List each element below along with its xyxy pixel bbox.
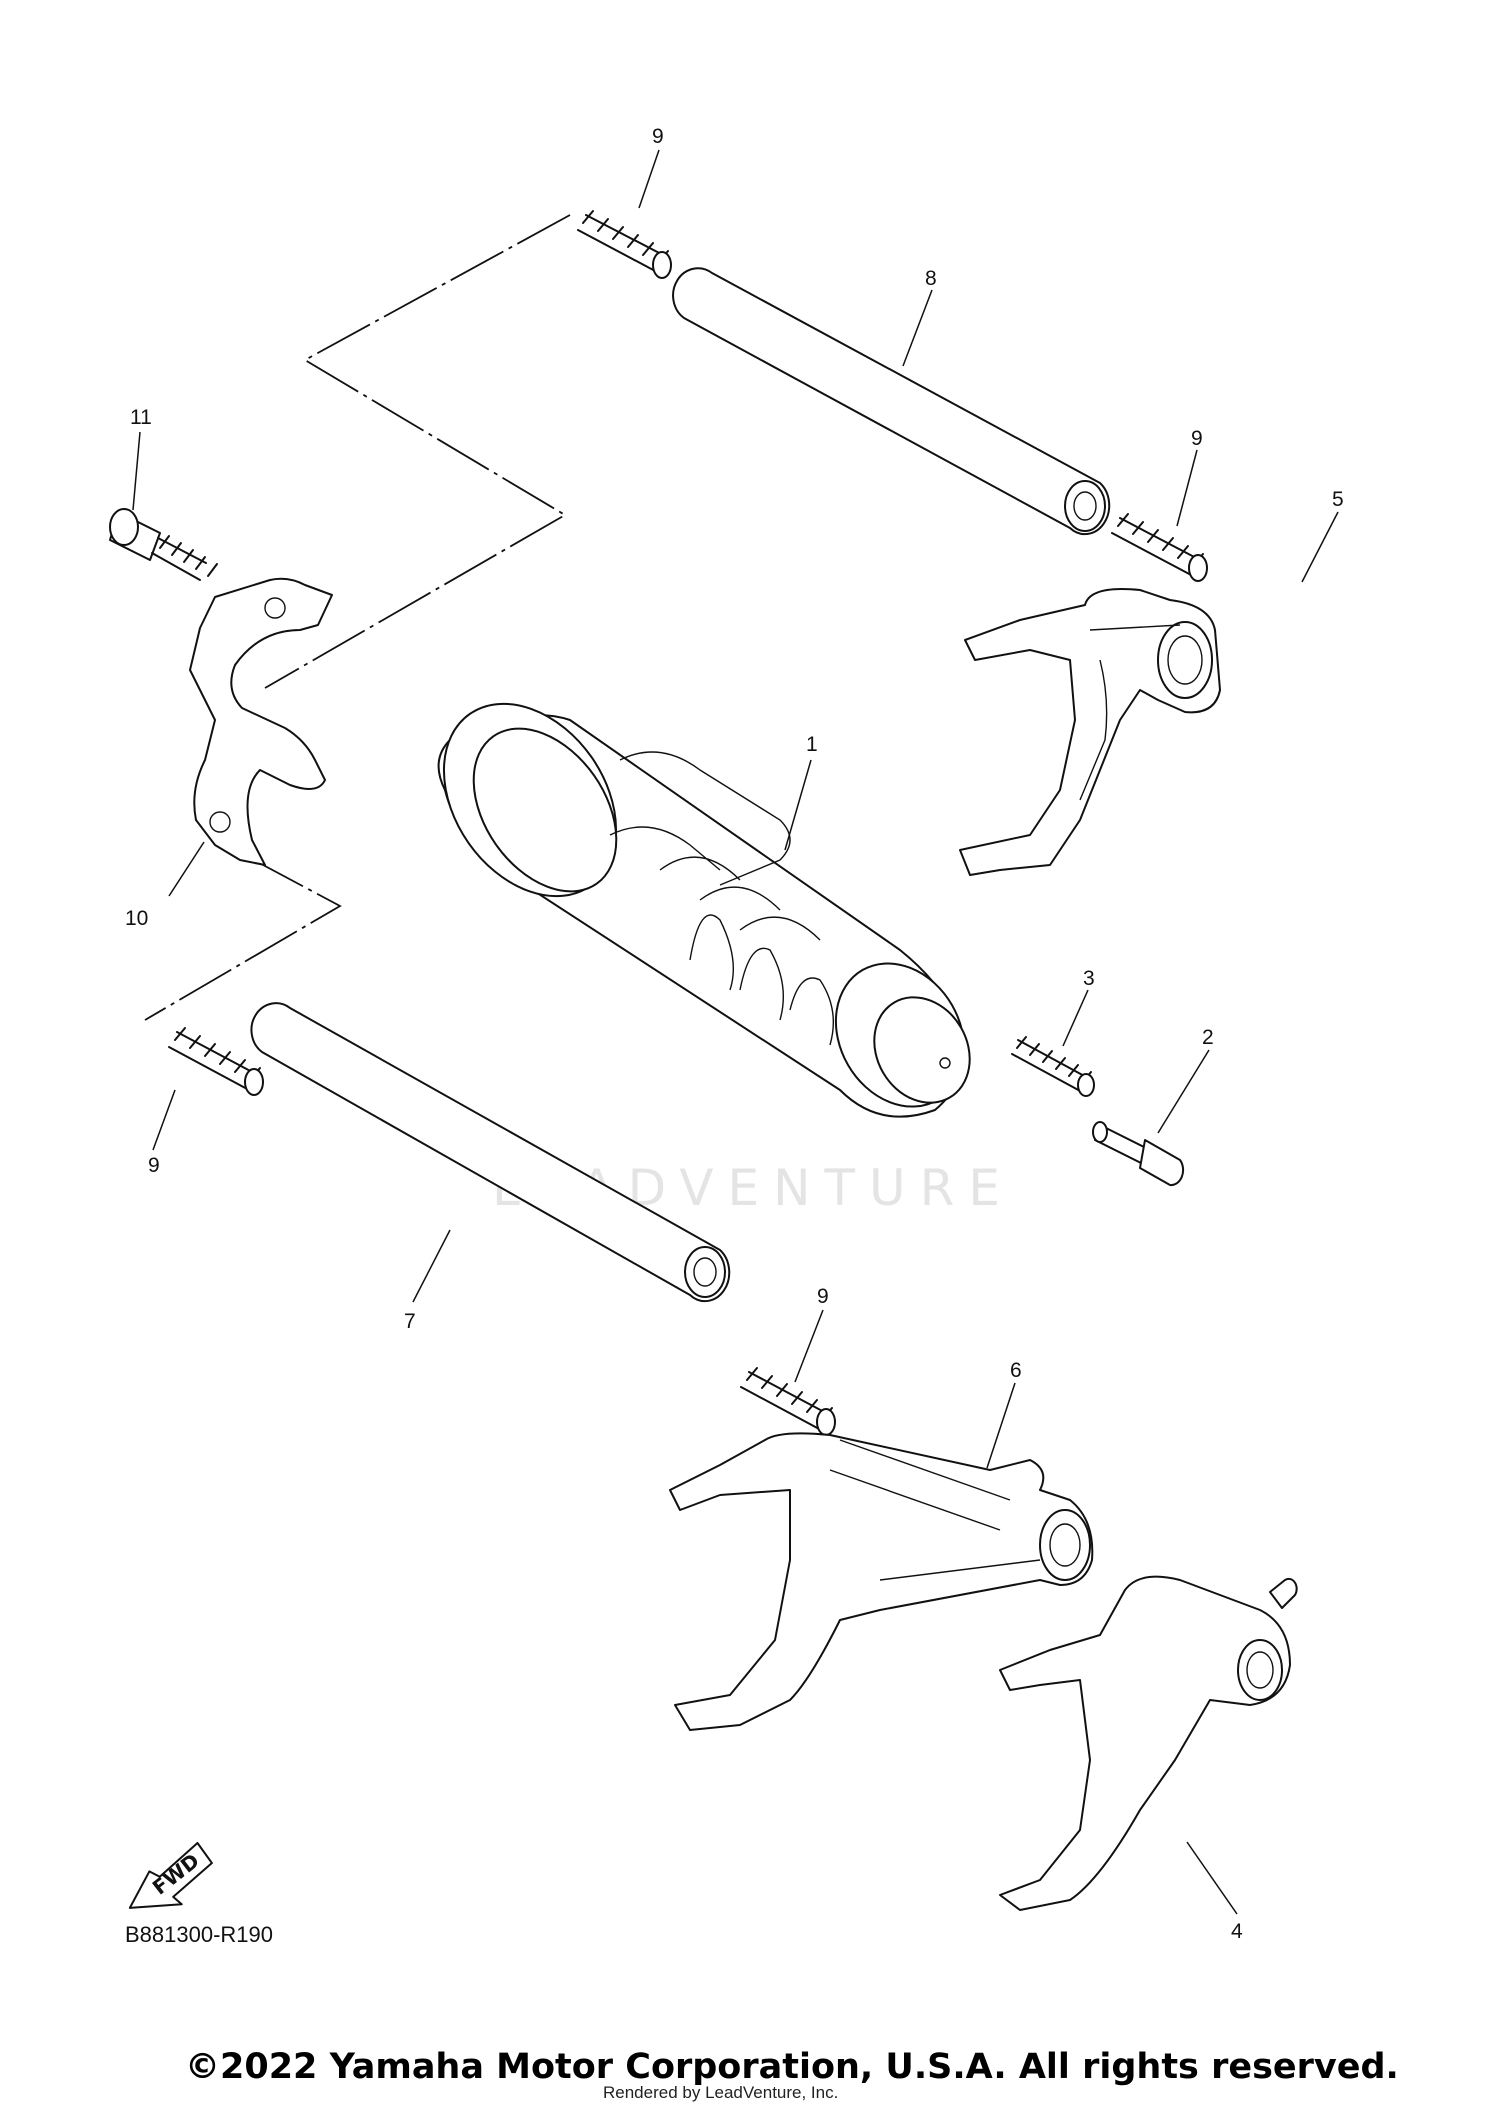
spring-part-9-left [168, 1027, 264, 1096]
shift-drum-part-1 [437, 702, 971, 1118]
spring-part-9-top [577, 210, 672, 279]
callout-7: 7 [404, 1310, 416, 1333]
spring-part-9-right [1111, 513, 1208, 582]
shift-fork-part-6 [669, 1432, 1094, 1731]
callout-10: 10 [125, 907, 148, 930]
rendered-by-text: Rendered by LeadVenture, Inc. [603, 2083, 838, 2102]
callout-9-left: 9 [148, 1154, 160, 1177]
spring-part-3 [1011, 1036, 1095, 1097]
callout-8: 8 [925, 267, 937, 290]
fwd-arrow-icon: FWD [128, 1841, 213, 1909]
callout-6: 6 [1010, 1359, 1022, 1382]
shaft-part-8 [672, 267, 1111, 536]
bolt-part-11 [109, 508, 218, 581]
callout-1: 1 [806, 733, 818, 756]
shift-fork-part-4 [999, 1575, 1298, 1911]
shaft-part-7 [250, 1002, 731, 1303]
callout-2: 2 [1202, 1026, 1214, 1049]
callout-5: 5 [1332, 488, 1344, 511]
stopper-plate-part-10 [189, 577, 333, 866]
callout-labels: 9 8 9 5 11 10 1 3 2 9 7 9 6 4 [125, 125, 1344, 1943]
callout-9-top: 9 [652, 125, 664, 148]
spring-part-9-bottom [740, 1367, 836, 1436]
leader-lines [132, 149, 1339, 1915]
copyright-notice: ©2022 Yamaha Motor Corporation, U.S.A. A… [185, 2047, 1399, 2087]
callout-11: 11 [130, 406, 152, 429]
callout-9-right: 9 [1191, 427, 1203, 450]
shift-fork-part-5 [959, 588, 1221, 876]
pin-part-2 [1092, 1121, 1185, 1187]
callout-9-bottom: 9 [817, 1285, 829, 1308]
callout-4: 4 [1231, 1920, 1243, 1943]
callout-3: 3 [1083, 967, 1095, 990]
diagram-code: B881300-R190 [125, 1922, 273, 1947]
alignment-lines [144, 214, 571, 1021]
